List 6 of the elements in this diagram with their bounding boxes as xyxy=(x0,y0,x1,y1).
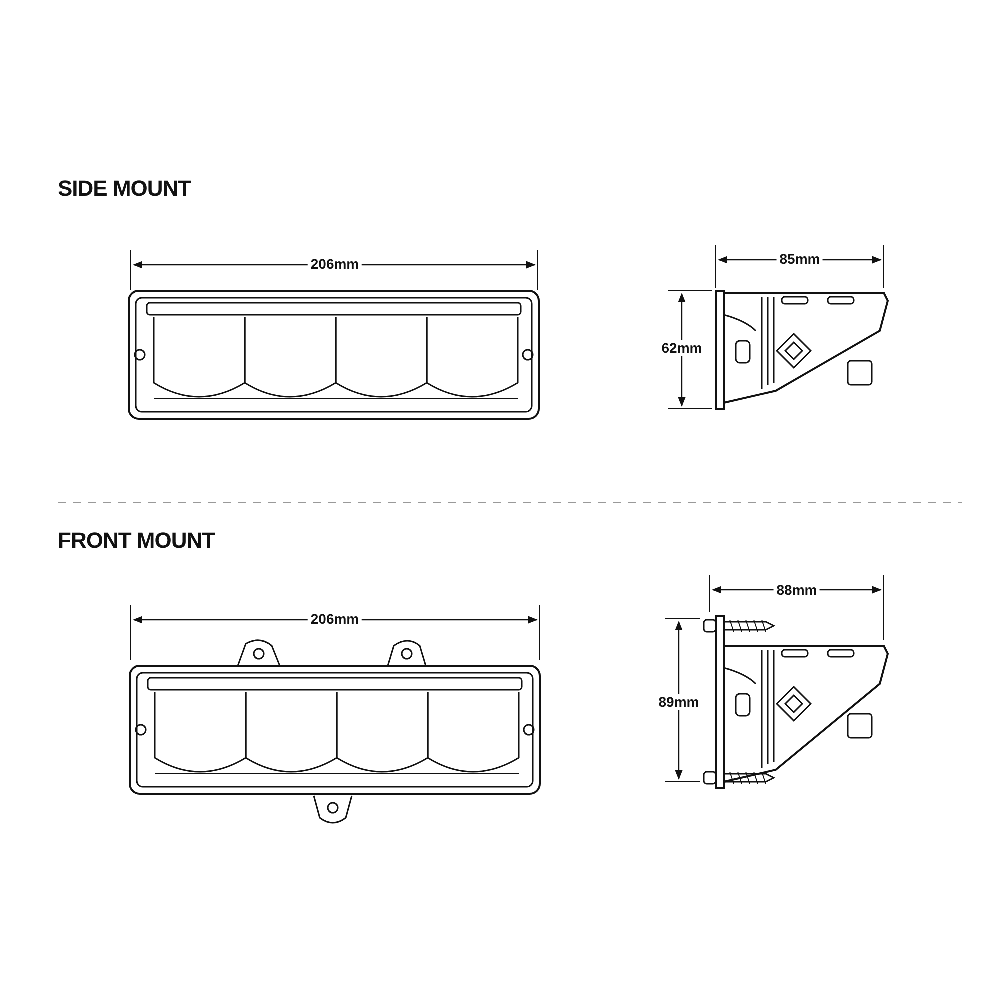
section-heading: FRONT MOUNT xyxy=(58,528,216,554)
dimension-label: 206mm xyxy=(308,611,362,627)
dimension-label: 85mm xyxy=(776,251,824,267)
dimension-label: 88mm xyxy=(774,582,820,598)
section-heading: SIDE MOUNT xyxy=(58,176,192,202)
dimension-label: 206mm xyxy=(308,256,362,272)
